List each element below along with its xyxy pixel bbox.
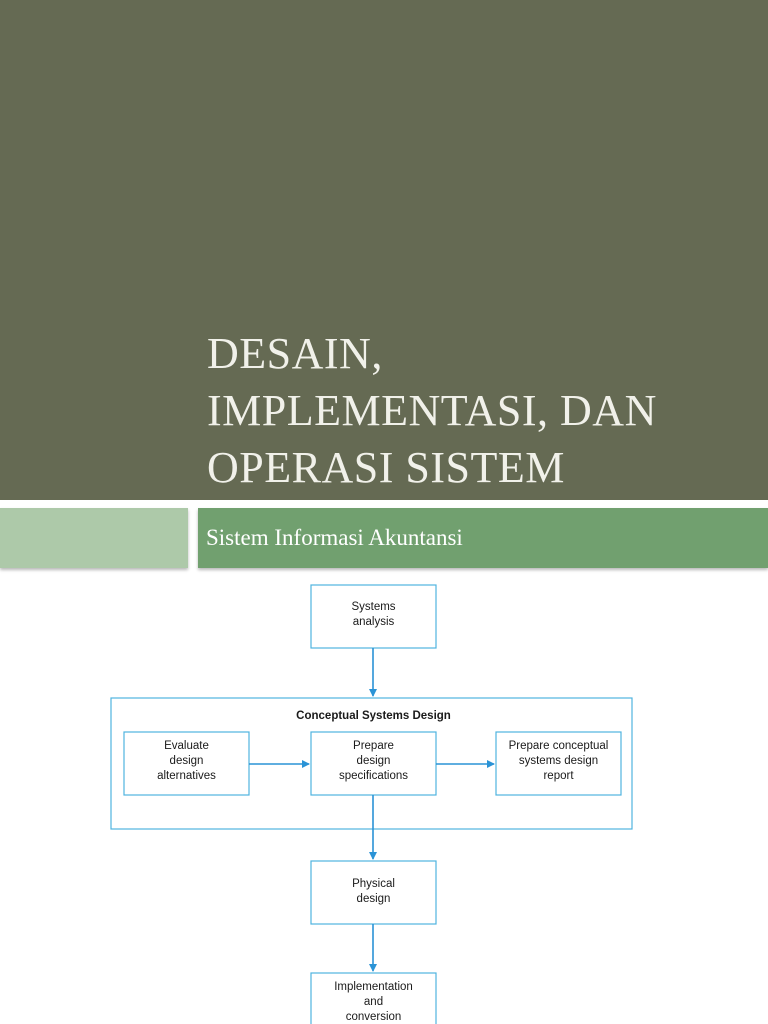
node-prepare-specs-line-2: design — [357, 755, 391, 767]
flow-diagram-svg: Systems analysis Conceptual Systems Desi… — [110, 584, 633, 1024]
title-panel: Desain, Implementasi, dan Operasi Sistem — [0, 0, 768, 500]
node-prepare-specifications: Prepare design specifications — [310, 731, 437, 796]
node-implementation-line-2: and — [364, 996, 383, 1008]
node-physical-design: Physical design — [310, 860, 437, 925]
node-systems-analysis-line-1: Systems — [351, 601, 395, 613]
node-prepare-report-line-3: report — [543, 770, 574, 782]
node-systems-analysis-line-2: analysis — [353, 616, 395, 628]
node-prepare-specs-line-1: Prepare — [353, 740, 394, 752]
slide-title: Desain, Implementasi, dan Operasi Sistem — [207, 325, 747, 496]
subtitle-bar: Sistem Informasi Akuntansi — [198, 508, 768, 568]
slide-title-line-2: Implementasi, dan — [207, 386, 657, 435]
node-prepare-report: Prepare conceptual systems design report — [495, 731, 622, 796]
flow-diagram: Systems analysis Conceptual Systems Desi… — [0, 575, 768, 1024]
node-evaluate-line-2: design — [170, 755, 204, 767]
node-implementation-line-3: conversion — [346, 1011, 402, 1023]
slide-subtitle: Sistem Informasi Akuntansi — [206, 525, 463, 550]
node-prepare-specs-line-3: specifications — [339, 770, 408, 782]
node-implementation: Implementation and conversion — [310, 972, 437, 1024]
group-conceptual-design-label: Conceptual Systems Design — [296, 710, 451, 722]
node-systems-analysis: Systems analysis — [310, 584, 437, 649]
node-physical-line-2: design — [357, 893, 391, 905]
node-physical-line-1: Physical — [352, 878, 395, 890]
separator-band — [0, 500, 768, 508]
accent-block — [0, 508, 188, 568]
slide-title-line-3: Operasi Sistem — [207, 443, 565, 492]
slide-title-line-1: Desain, — [207, 329, 383, 378]
node-prepare-report-line-1: Prepare conceptual — [509, 740, 609, 752]
node-prepare-report-line-2: systems design — [519, 755, 598, 767]
node-evaluate-line-1: Evaluate — [164, 740, 209, 752]
node-implementation-line-1: Implementation — [334, 981, 413, 993]
node-evaluate-alternatives: Evaluate design alternatives — [123, 731, 250, 796]
node-evaluate-line-3: alternatives — [157, 770, 216, 782]
